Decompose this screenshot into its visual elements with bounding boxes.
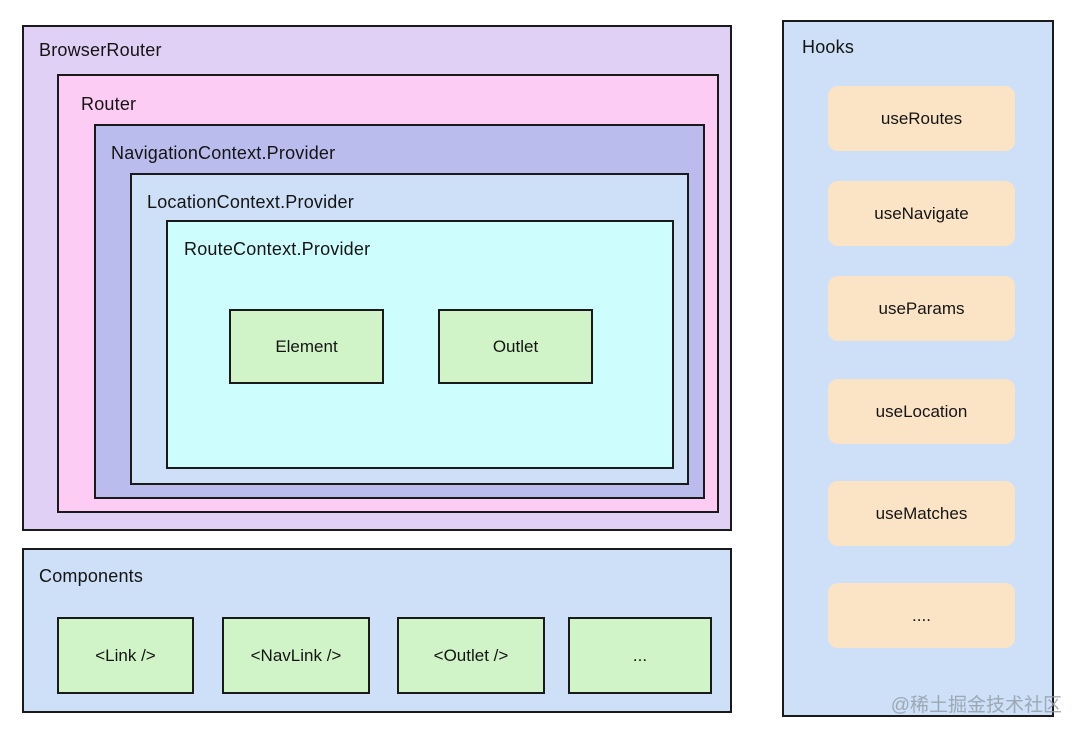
- hook-pill-usenavigate: useNavigate: [828, 181, 1015, 246]
- route-context-provider-box: RouteContext.Provider Element Outlet: [166, 220, 674, 469]
- route-context-provider-label: RouteContext.Provider: [184, 239, 371, 259]
- component-item-link: <Link />: [57, 617, 194, 694]
- location-context-provider-box: LocationContext.Provider RouteContext.Pr…: [130, 173, 689, 485]
- hook-pill-usematches: useMatches: [828, 481, 1015, 546]
- hooks-panel-title: Hooks: [802, 37, 855, 57]
- router-label: Router: [81, 94, 137, 114]
- component-item-outlet: <Outlet />: [397, 617, 545, 694]
- watermark-text: @稀土掘金技术社区: [890, 695, 1062, 716]
- location-context-provider-label: LocationContext.Provider: [147, 192, 354, 212]
- component-item-ellipsis: ...: [568, 617, 712, 694]
- outlet-box: Outlet: [438, 309, 593, 384]
- router-box: Router NavigationContext.Provider Locati…: [57, 74, 719, 513]
- hook-pill-ellipsis: ....: [828, 583, 1015, 648]
- hook-pill-useroutes: useRoutes: [828, 86, 1015, 151]
- components-panel-title: Components: [39, 566, 144, 586]
- component-item-navlink: <NavLink />: [222, 617, 370, 694]
- hook-pill-useparams: useParams: [828, 276, 1015, 341]
- hooks-panel: Hooks useRoutes useNavigate useParams us…: [782, 20, 1054, 717]
- components-panel: Components <Link /> <NavLink /> <Outlet …: [22, 548, 732, 713]
- navigation-context-provider-label: NavigationContext.Provider: [111, 143, 336, 163]
- browser-router-box: BrowserRouter Router NavigationContext.P…: [22, 25, 732, 531]
- navigation-context-provider-box: NavigationContext.Provider LocationConte…: [94, 124, 705, 499]
- element-box: Element: [229, 309, 384, 384]
- hook-pill-uselocation: useLocation: [828, 379, 1015, 444]
- browser-router-label: BrowserRouter: [39, 40, 162, 60]
